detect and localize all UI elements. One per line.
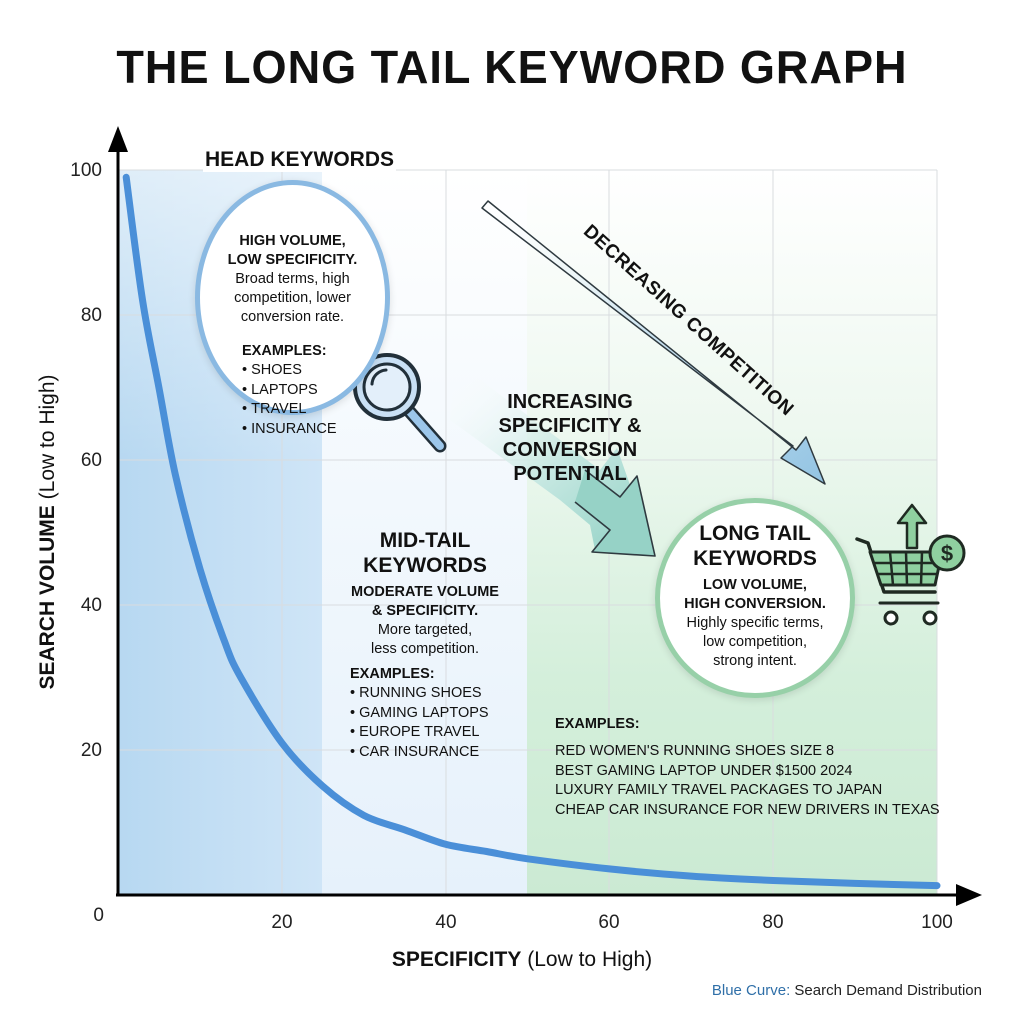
- list-item: INSURANCE: [242, 420, 336, 440]
- legend-note: Blue Curve: Search Demand Distribution: [711, 982, 982, 999]
- x-tick-80: 80: [762, 912, 784, 933]
- increasing-specificity-arrow: [450, 378, 656, 557]
- y-tick-0: 0: [93, 905, 104, 926]
- mid-examples: EXAMPLES: RUNNING SHOES GAMING LAPTOPS E…: [350, 665, 520, 762]
- decreasing-competition-arrow: [481, 200, 826, 485]
- list-item: SHOES: [242, 361, 337, 381]
- magnifying-glass-icon: [353, 353, 447, 453]
- y-tick-40: 40: [80, 595, 102, 616]
- chart-title: THE LONG TAIL KEYWORD GRAPH: [116, 41, 908, 93]
- svg-text:$: $: [941, 541, 953, 566]
- long-tail-title: LONG TAIL: [699, 522, 811, 545]
- search-demand-curve: [122, 173, 941, 890]
- y-axis-label: SEARCH VOLUME (Low to High): [36, 374, 59, 690]
- list-item: LAPTOPS: [242, 381, 337, 401]
- y-tick-100: 100: [70, 160, 102, 181]
- x-axis-label: SPECIFICITY (Low to High): [391, 948, 653, 971]
- x-tick-100: 100: [921, 912, 953, 933]
- list-item: CAR INSURANCE: [350, 743, 520, 763]
- long-tail-examples: EXAMPLES: RED WOMEN'S RUNNING SHOES SIZE…: [555, 715, 940, 820]
- shopping-cart-dollar-icon: $: [855, 503, 966, 626]
- mid-tail-block: MID-TAIL KEYWORDS MODERATE VOLUME & SPEC…: [330, 528, 520, 762]
- long-tail-bubble: LONG TAIL KEYWORDS LOW VOLUME, HIGH CONV…: [655, 498, 855, 698]
- x-tick-20: 20: [271, 912, 293, 933]
- list-item: RED WOMEN'S RUNNING SHOES SIZE 8: [555, 743, 835, 759]
- y-tick-60: 60: [80, 450, 102, 471]
- list-item: RUNNING SHOES: [350, 684, 520, 704]
- list-item: LUXURY FAMILY TRAVEL PACKAGES TO JAPAN: [555, 782, 883, 798]
- y-tick-20: 20: [80, 740, 102, 761]
- list-item: TRAVEL: [242, 400, 337, 420]
- list-item: CHEAP CAR INSURANCE FOR NEW DRIVERS IN T…: [555, 801, 940, 818]
- x-tick-40: 40: [435, 912, 457, 933]
- head-keywords-title: HEAD KEYWORDS: [203, 148, 397, 172]
- x-tick-60: 60: [598, 912, 620, 933]
- list-item: GAMING LAPTOPS: [350, 704, 520, 724]
- increasing-specificity-label: INCREASING SPECIFICITY & CONVERSION POTE…: [498, 391, 642, 485]
- head-examples: EXAMPLES: SHOES LAPTOPS TRAVEL INSURANCE: [242, 342, 337, 439]
- axes: [108, 126, 982, 906]
- y-tick-80: 80: [80, 305, 102, 326]
- list-item: BEST GAMING LAPTOP UNDER $1500 2024: [555, 762, 853, 779]
- list-item: EUROPE TRAVEL: [350, 723, 520, 743]
- mid-tail-title: MID-TAIL: [379, 529, 471, 552]
